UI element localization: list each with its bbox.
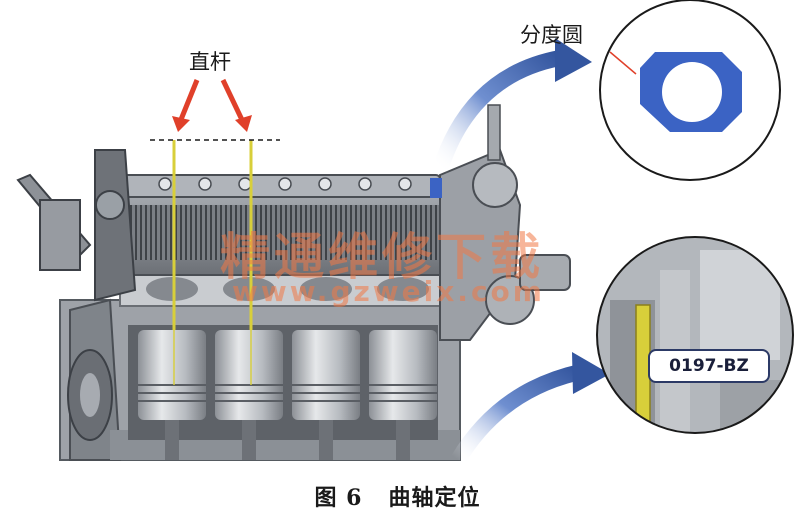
piston-2 [215,330,283,420]
figure-number: 图 6 [314,485,363,511]
piston-3 [292,330,360,420]
tool-inset [596,236,794,434]
watermark-site-name: 精通维修下载 [220,228,544,286]
dial-inset [599,0,781,181]
piston-4 [369,330,437,420]
timing-chain [16,149,137,302]
dial-label: 分度圆 [520,23,583,47]
blue-arrows [432,38,610,468]
cylinders [128,325,438,460]
tool-number-label: 0197-BZ [648,349,770,383]
straight-rod-label: 直杆 [189,50,231,74]
straight-rods [172,140,253,385]
figure-caption: 图 6 曲轴定位 [0,480,795,512]
watermark-url: www.gzweix.com [232,275,545,308]
front-accessories [430,104,571,341]
piston-1 [138,330,206,420]
cylinder-head [94,174,441,276]
red-arrows [172,78,252,132]
figure-title: 曲轴定位 [388,485,481,511]
